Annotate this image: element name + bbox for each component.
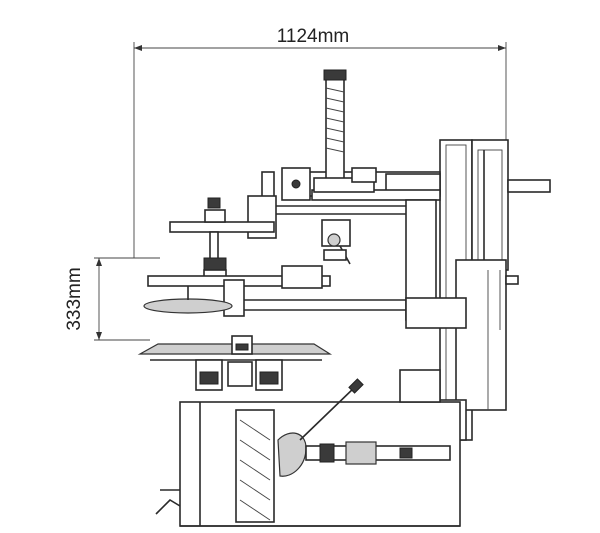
turntable (137, 335, 333, 391)
threaded-shaft (313, 69, 377, 193)
height-dimension: 333mm (64, 257, 160, 341)
mount-head (321, 219, 351, 265)
tower-column (439, 139, 551, 441)
base-cabinet (155, 369, 461, 527)
bead-disc (143, 286, 233, 314)
width-dimension: 1124mm (133, 26, 507, 258)
helper-arm (169, 197, 275, 281)
width-dimension-label: 1124mm (277, 26, 350, 47)
height-dimension-label: 333mm (64, 267, 85, 330)
